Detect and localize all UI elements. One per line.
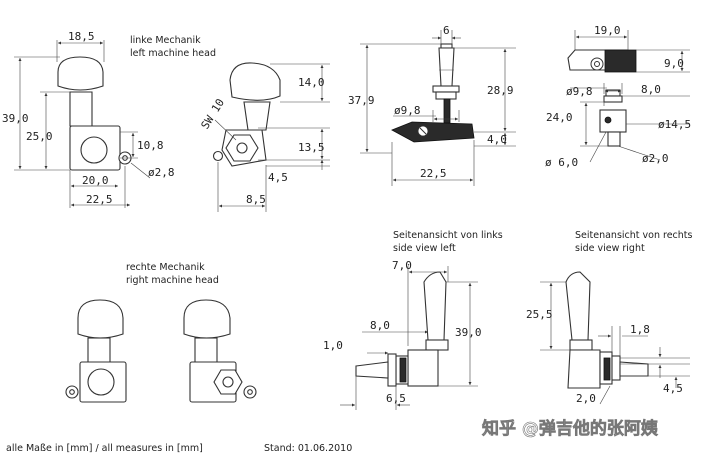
dim-18-5: 18,5 [68, 30, 95, 43]
dim-39-0b: 39,0 [455, 326, 482, 339]
dim-13-5: 13,5 [298, 141, 325, 154]
dim-9-0: 9,0 [664, 57, 684, 70]
dim-6: 6 [443, 24, 450, 37]
dim-o6-0: ø 6,0 [545, 156, 578, 169]
top-right-dimensions [570, 30, 690, 163]
dim-o14-5: ø14,5 [658, 118, 691, 131]
dim-25-5: 25,5 [526, 308, 553, 321]
dim-o2-8: ø2,8 [148, 166, 175, 179]
dim-4-5: 4,5 [268, 171, 288, 184]
dim-8-0b: 8,0 [370, 319, 390, 332]
caption-side-left-de: Seitenansicht von links [393, 230, 503, 241]
dim-39-0: 39,0 [2, 112, 29, 125]
top-right-tuner [567, 49, 637, 147]
footer-date: Stand: 01.06.2010 [264, 443, 352, 454]
dim-22-5b: 22,5 [420, 167, 447, 180]
dim-o9-8: ø9,8 [394, 104, 421, 117]
dim-7-0: 7,0 [392, 259, 412, 272]
left-machine-head-dimensions [14, 40, 151, 208]
dim-8-0: 8,0 [641, 83, 661, 96]
left-machine-head-side-dimensions [214, 63, 330, 212]
dim-1-0: 1,0 [323, 339, 343, 352]
side-view-left-dimensions [340, 266, 478, 410]
dim-6-5: 6,5 [386, 392, 406, 405]
dim-2-0: 2,0 [576, 392, 596, 405]
dim-14-0: 14,0 [298, 76, 325, 89]
dim-sw10: SW 10 [199, 96, 228, 131]
left-machine-head-front [57, 56, 132, 171]
dim-37-9: 37,9 [348, 94, 375, 107]
dim-24-0: 24,0 [546, 111, 573, 124]
dim-4-0: 4,0 [487, 133, 507, 146]
dim-o2-0: ø2,0 [642, 152, 669, 165]
top-center-dimensions [360, 30, 516, 186]
dim-28-9: 28,9 [487, 84, 514, 97]
right-machine-head [65, 299, 257, 403]
caption-left-head-de: linke Mechanik [130, 35, 201, 46]
top-center-tuner [391, 43, 475, 143]
dim-25-0: 25,0 [26, 130, 53, 143]
dim-4-5b: 4,5 [663, 382, 683, 395]
dim-10-8: 10,8 [137, 139, 164, 152]
side-view-right [565, 271, 649, 389]
caption-side-right-en: side view right [575, 243, 645, 254]
caption-right-head-en: right machine head [126, 275, 219, 286]
side-view-right-dimensions [540, 281, 690, 405]
dim-1-8: 1,8 [630, 323, 650, 336]
caption-left-head-en: left machine head [130, 48, 216, 59]
caption-side-right-de: Seitenansicht von rechts [575, 230, 693, 241]
dim-o9-8b: ø9,8 [566, 85, 593, 98]
dim-8-5: 8,5 [246, 193, 266, 206]
dim-19-0: 19,0 [594, 24, 621, 37]
caption-side-left-en: side view left [393, 243, 456, 254]
dim-20-0: 20,0 [82, 174, 109, 187]
left-machine-head-side [212, 62, 281, 167]
caption-right-head-de: rechte Mechanik [126, 262, 205, 273]
side-view-left [355, 271, 449, 387]
dim-22-5: 22,5 [86, 193, 113, 206]
footer-measures: alle Maße in [mm] / all measures in [mm] [6, 443, 203, 454]
watermark: 知乎 @弹吉他的张阿姨 [481, 418, 659, 439]
